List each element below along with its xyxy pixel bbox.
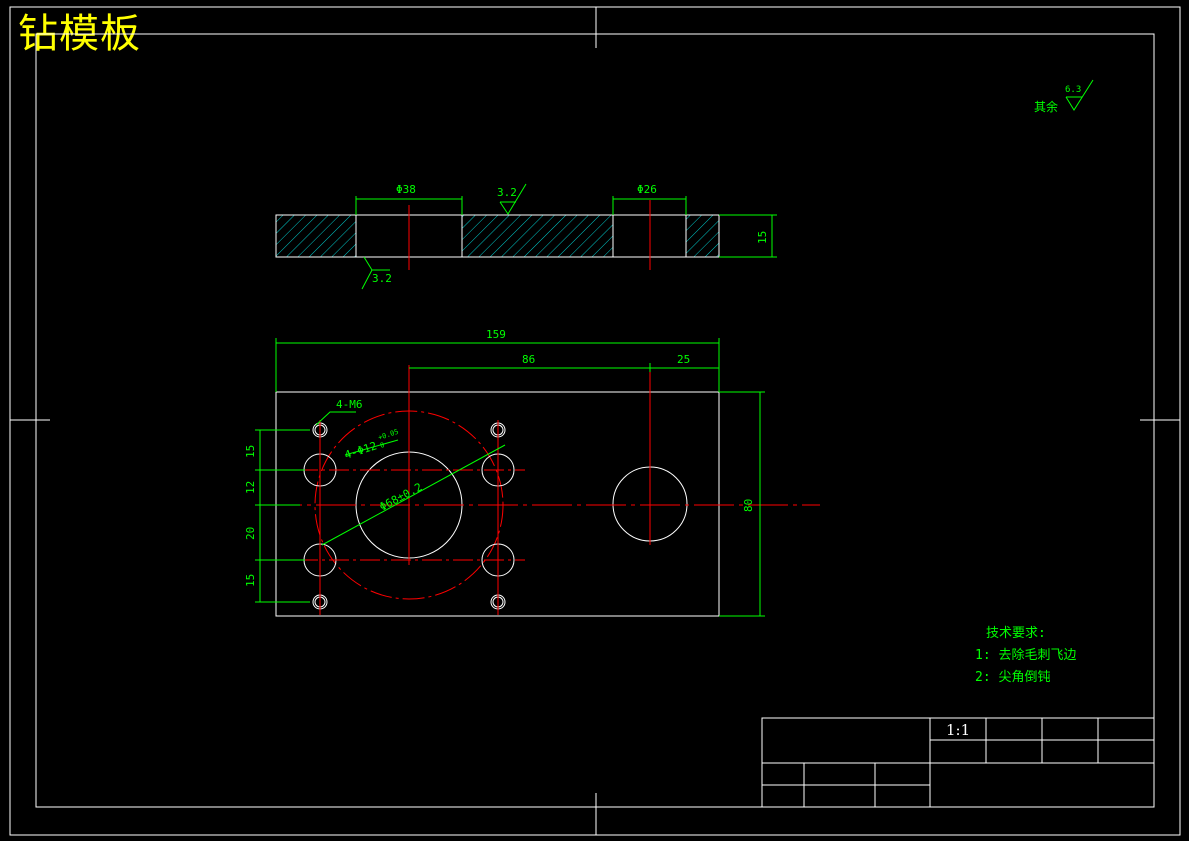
roughness-bottom: 3.2 [372,272,392,285]
scale-text: 1:1 [946,721,970,739]
dim-v1: 15 [244,445,257,458]
callout-threads: 4-M6 [336,398,363,411]
surface-finish-other: 其余 6.3 [1034,79,1094,114]
title-block [761,717,1155,808]
callout-bolt-circle: Φ68±0.2 [377,480,424,513]
callout-holes-tol-lower: 0 [379,441,385,450]
tech-heading: 技术要求: [986,626,1046,641]
dim-v2: 12 [244,481,257,494]
roughness-top: 3.2 [497,186,517,199]
callout-holes: 4-Φ12 [343,439,379,462]
dim-height: 80 [742,499,755,512]
tech-item-1: 1: 去除毛刺飞边 [975,648,1076,663]
tech-item-2: 2: 尖角倒钝 [975,670,1050,685]
surface-finish-label: 其余 [1034,99,1058,114]
section-view: Φ38 Φ26 3.2 3.2 15 [275,183,777,290]
dim-v4: 15 [244,574,257,587]
dim-d38: Φ38 [396,183,416,196]
dim-d26: Φ26 [637,183,657,196]
plan-view: 159 86 25 80 15 12 20 15 4-M6 4-Φ12 +0.0… [244,328,820,617]
dim-center-offset: 86 [522,353,535,366]
dim-v3: 20 [244,527,257,540]
tech-requirements: 技术要求: 1: 去除毛刺飞边 2: 尖角倒钝 [975,626,1076,685]
callout-holes-tol-upper: +0.05 [377,428,400,442]
sheet-border [9,6,1181,836]
dim-overall-length: 159 [486,328,506,341]
dim-thickness: 15 [756,231,769,244]
surface-finish-value: 6.3 [1065,85,1081,95]
dim-right-offset: 25 [677,353,690,366]
